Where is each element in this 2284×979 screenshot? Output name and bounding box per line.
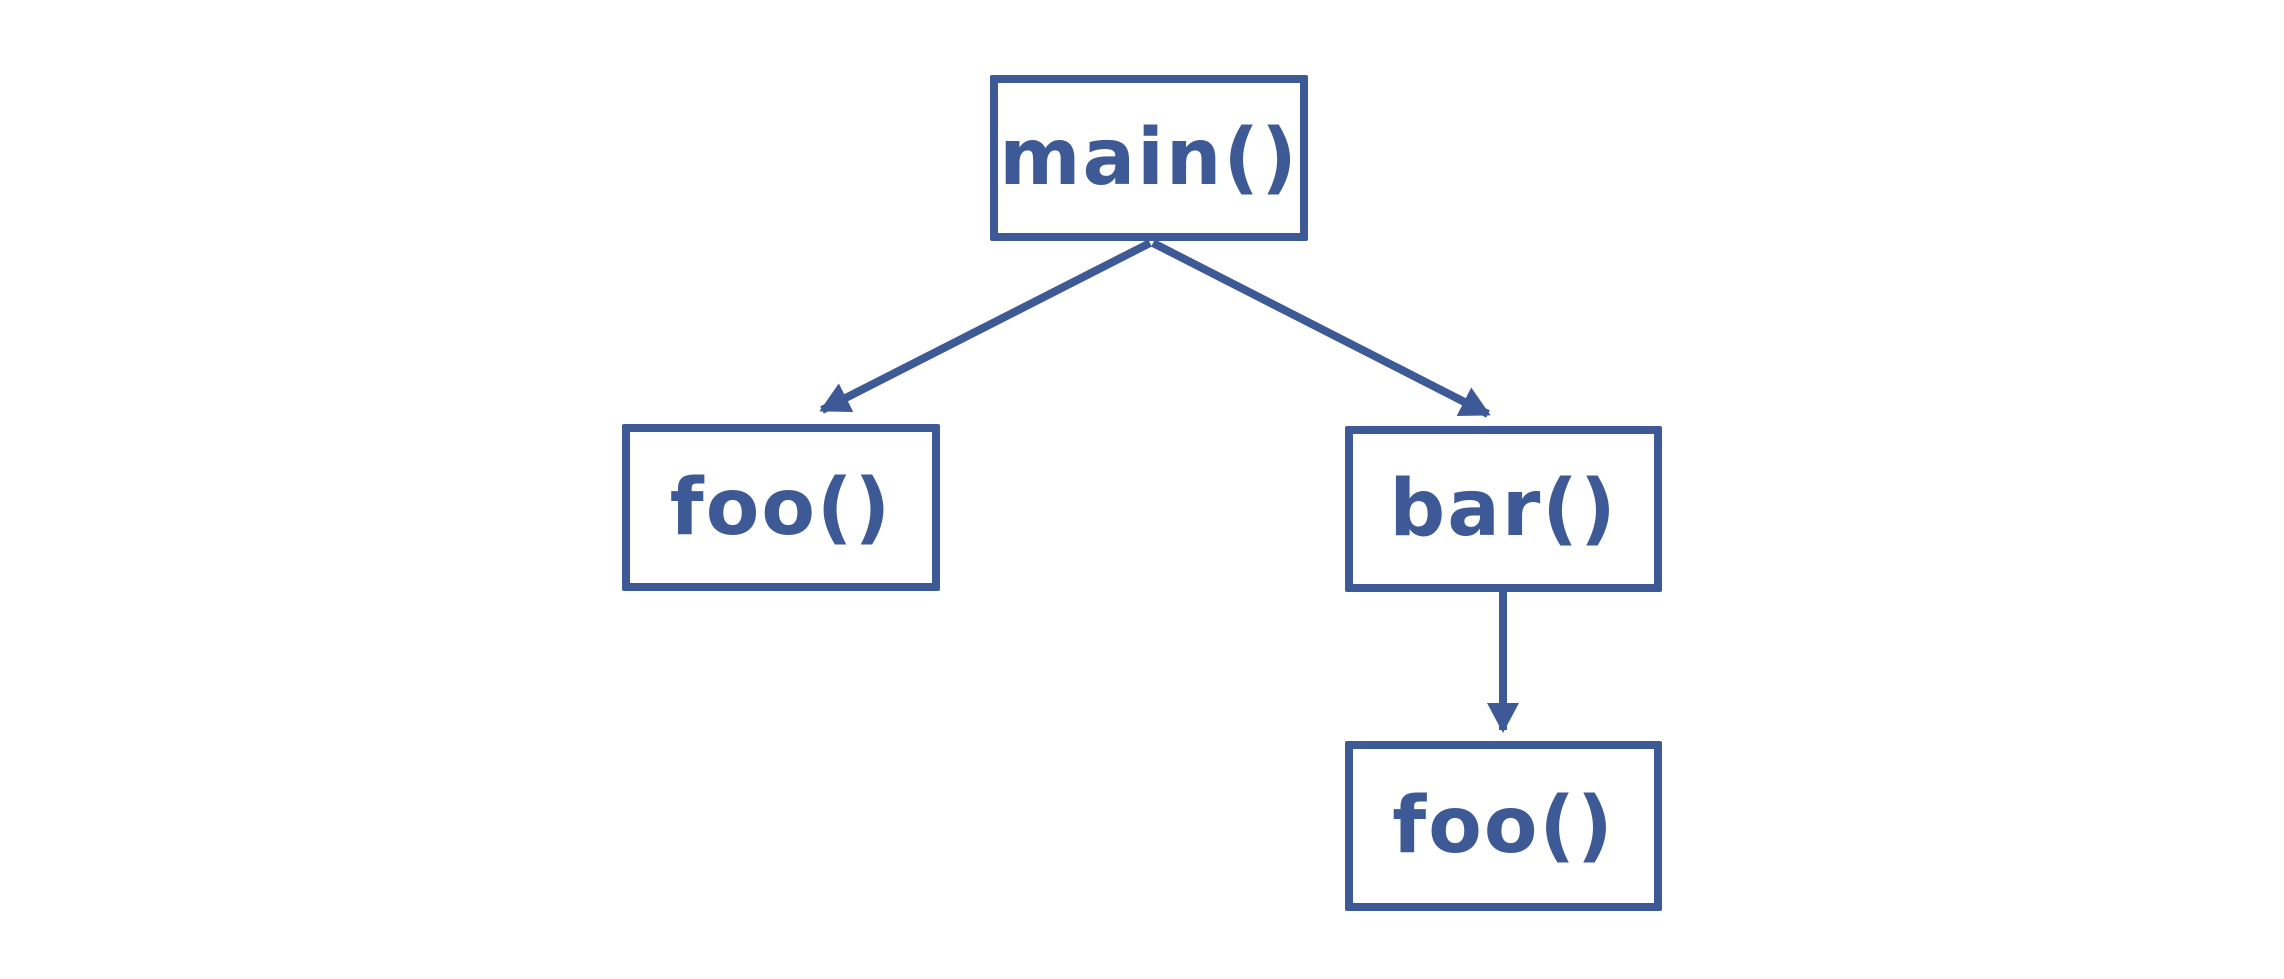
node-main-label: main()	[999, 113, 1299, 203]
edge-main-to-foo-left-arrow	[819, 239, 1152, 414]
node-foo-bottom-label: foo()	[1392, 781, 1615, 871]
node-foo-bottom: foo()	[1345, 741, 1662, 911]
node-bar: bar()	[1345, 426, 1662, 592]
node-foo-left: foo()	[622, 424, 940, 591]
node-main: main()	[990, 75, 1308, 241]
edge-main-to-bar-arrow	[1151, 239, 1491, 418]
node-bar-label: bar()	[1389, 464, 1618, 554]
node-foo-left-label: foo()	[669, 462, 893, 553]
